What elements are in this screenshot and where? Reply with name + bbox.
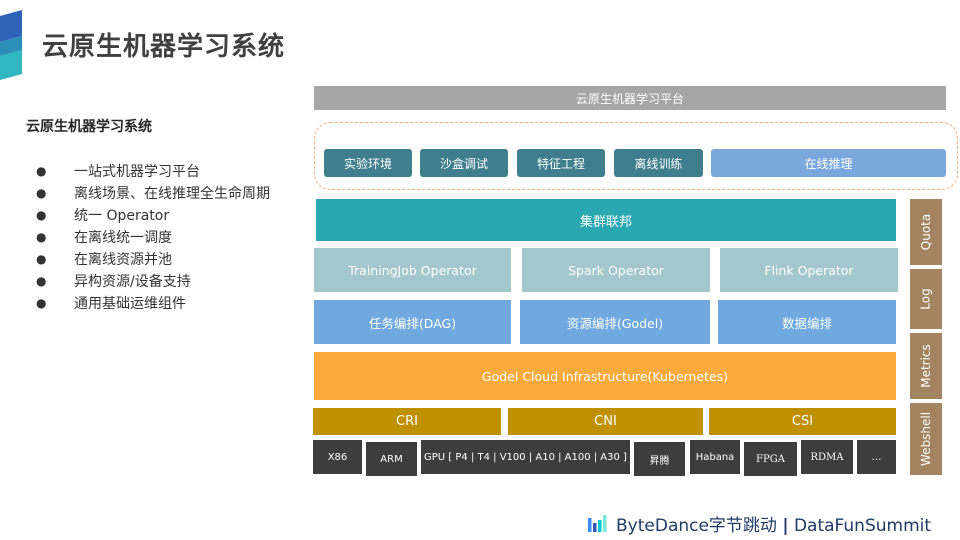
footer-brand: ByteDance字节跳动 [616, 516, 777, 536]
side-log-label: Log [919, 288, 933, 310]
footer-branding: ByteDance字节跳动 | DataFunSummit [616, 511, 931, 536]
flink-operator: Flink Operator [720, 248, 898, 292]
bullet-symbol: ● [36, 252, 47, 266]
section-heading: 云原生机器学习系统 [26, 119, 152, 135]
godel-infrastructure: Godel Cloud Infrastructure(Kubernetes) [314, 352, 896, 400]
resource-orchestration: 资源编排(Godel) [520, 300, 710, 344]
interface-csi: CSI [709, 408, 896, 435]
side-quota-label: Quota [919, 213, 934, 251]
task-orchestration: 任务编排(DAG) [314, 300, 511, 344]
slide-title: 云原生机器学习系统 [42, 32, 286, 62]
side-webshell-label: Webshell [919, 411, 934, 467]
hardware-gpu: GPU [ P4 | T4 | V100 | A10 | A100 | A30 … [421, 440, 630, 474]
bullet-text: 异构资源/设备支持 [74, 274, 191, 290]
tool-online-inference: 在线推理 [711, 149, 946, 177]
bytedance-bars-icon [588, 515, 607, 532]
bullet-item: ● 一站式机器学习平台 [36, 160, 270, 182]
interface-cni: CNI [508, 408, 703, 435]
side-quota: Quota [910, 199, 942, 265]
side-metrics: Metrics [910, 333, 942, 399]
hardware-habana: Habana [690, 440, 740, 474]
platform-bar: 云原生机器学习平台 [314, 86, 946, 110]
hardware-rdma: RDMA [801, 440, 853, 474]
bullet-text: 一站式机器学习平台 [74, 164, 200, 180]
tool-offline-training: 离线训练 [614, 149, 703, 177]
hardware-more: … [857, 440, 896, 474]
hardware-x86: X86 [313, 440, 362, 474]
trainingjob-operator: TrainingJob Operator [314, 248, 511, 292]
bullet-symbol: ● [36, 186, 47, 200]
bullet-symbol: ● [36, 164, 47, 178]
cluster-federation: 集群联邦 [316, 199, 896, 241]
hardware-fpga: FPGA [744, 442, 797, 476]
bullet-text: 通用基础运维组件 [74, 296, 186, 312]
bullet-text: 在离线统一调度 [74, 230, 172, 246]
bullet-item: ● 异构资源/设备支持 [36, 270, 270, 292]
hardware-arm: ARM [366, 442, 417, 476]
bullet-text: 统一 Operator [74, 208, 170, 224]
data-orchestration: 数据编排 [718, 300, 896, 344]
footer-separator: | [782, 516, 789, 536]
bullet-symbol: ● [36, 274, 47, 288]
footer-event: DataFunSummit [793, 516, 932, 536]
bullet-item: ● 通用基础运维组件 [36, 292, 270, 314]
side-webshell: Webshell [910, 403, 942, 475]
bullet-list: ●一站式机器学习平台 ●离线场景、在线推理全生命周期 ●统一 Operator … [36, 160, 270, 314]
side-log: Log [910, 269, 942, 329]
bullet-text: 在离线资源并池 [74, 252, 172, 268]
interface-cri: CRI [313, 408, 501, 435]
tool-feature-engineering: 特征工程 [517, 149, 605, 177]
bullet-item: ● 在离线资源并池 [36, 248, 270, 270]
bullet-symbol: ● [36, 230, 47, 244]
bullet-item: ● 在离线统一调度 [36, 226, 270, 248]
bullet-symbol: ● [36, 296, 47, 310]
spark-operator: Spark Operator [522, 248, 710, 292]
bullet-text: 离线场景、在线推理全生命周期 [74, 186, 270, 202]
tools-dashed-group [314, 122, 958, 190]
bullet-symbol: ● [36, 208, 47, 222]
hardware-ascend: 昇腾 [634, 442, 685, 476]
bullet-item: ● 统一 Operator [36, 204, 270, 226]
bullet-item: ● 离线场景、在线推理全生命周期 [36, 182, 270, 204]
tool-sandbox-debug: 沙盒调试 [420, 149, 508, 177]
tool-experiment-env: 实验环境 [324, 149, 412, 177]
corner-cube-logo-icon [0, 10, 22, 80]
side-metrics-label: Metrics [919, 344, 933, 388]
